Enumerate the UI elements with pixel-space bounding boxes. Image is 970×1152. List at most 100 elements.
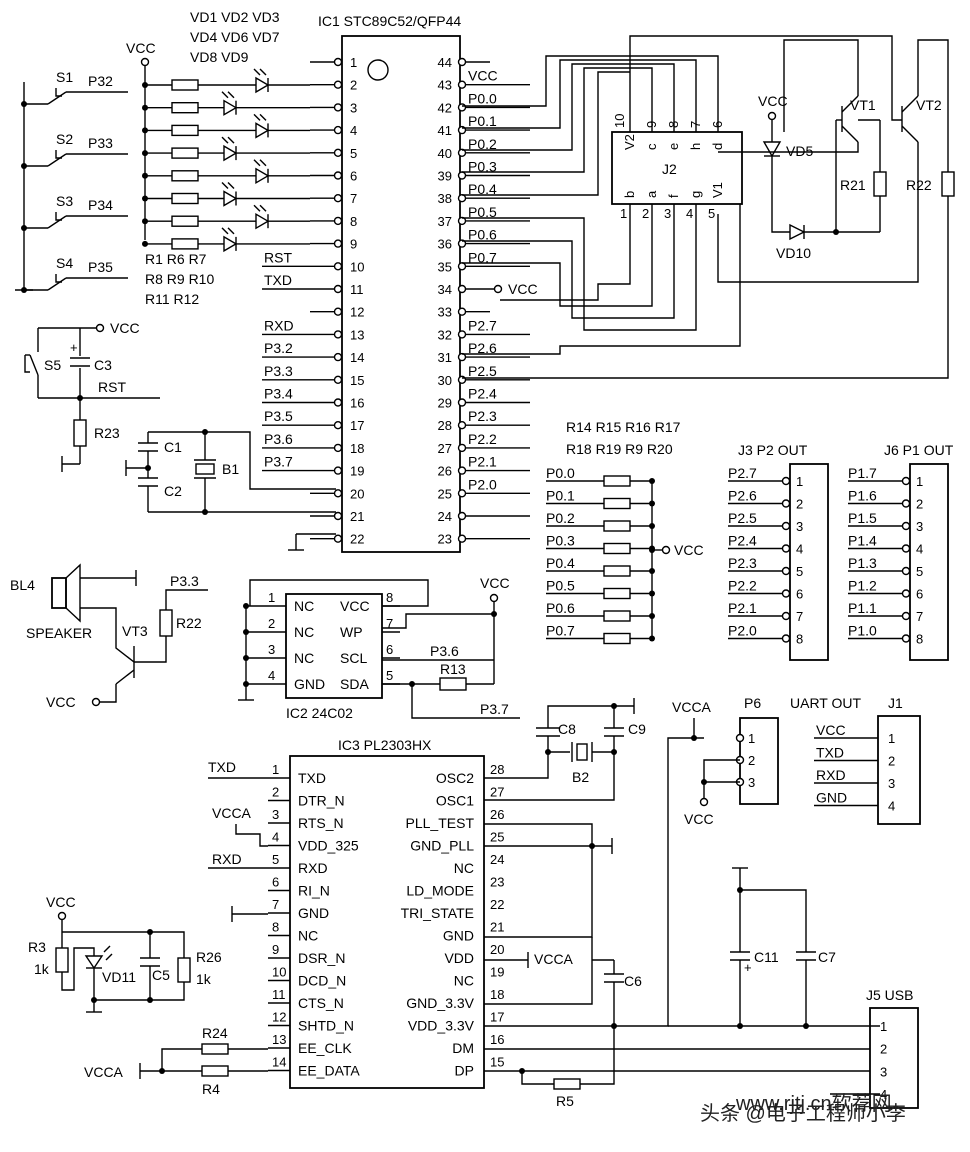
- led-res-label-2: R8 R9 R10: [145, 271, 214, 287]
- pl2303-pin-name: DP: [455, 1063, 474, 1079]
- header-pin: [901, 589, 911, 598]
- pl2303-pin-number: 2: [272, 785, 279, 800]
- pl2303-pin-number: 20: [490, 942, 504, 957]
- display-seg-label: h: [688, 143, 703, 150]
- pl2303-pin-number: 5: [272, 852, 279, 867]
- mcu-pin-number: 21: [350, 509, 364, 524]
- header-pin: [781, 634, 791, 643]
- header-net: P1.2: [848, 578, 877, 594]
- switch-net: P32: [88, 73, 113, 89]
- reset-net-label: RST: [98, 379, 126, 395]
- mcu-pin-number: 37: [438, 214, 452, 229]
- speaker-res-label: R22: [176, 615, 202, 631]
- eeprom-pin-name: SCL: [340, 650, 367, 666]
- header-pin: [781, 499, 791, 508]
- mcu-pin-number: 6: [350, 169, 357, 184]
- switch-net: P33: [88, 135, 113, 151]
- header-net: P2.5: [728, 510, 757, 526]
- mcu-pin-number: 20: [350, 486, 364, 501]
- r26-label: R26: [196, 949, 222, 965]
- pl2303-pin-name: RTS_N: [298, 815, 344, 831]
- pullup-resistor: [603, 587, 631, 600]
- eeprom-sda-net: P3.7: [480, 701, 509, 717]
- pullup-net: P0.0: [546, 465, 575, 481]
- pl2303-pin-name: DCD_N: [298, 973, 346, 989]
- header-net: P1.3: [848, 555, 877, 571]
- b1-label: B1: [222, 461, 239, 477]
- mcu-left-signal: RXD: [264, 317, 294, 333]
- display-seg-label: e: [666, 143, 681, 150]
- eeprom-pin-name: VCC: [340, 598, 370, 614]
- header-pin: [901, 499, 911, 508]
- header-pin-number: 4: [796, 542, 803, 557]
- led-resistor: [171, 147, 199, 159]
- mcu-pin-number: 30: [438, 373, 452, 388]
- eeprom-pin-number: 2: [268, 616, 275, 631]
- mcu-pin-21: [333, 511, 343, 521]
- vd11-label: VD11: [102, 969, 136, 985]
- r4-label: R4: [202, 1081, 220, 1097]
- c6-label: C6: [624, 973, 642, 989]
- uart-net: VCC: [816, 722, 846, 738]
- display-pin-number: 1: [620, 206, 627, 221]
- switch-name: S2: [56, 131, 73, 147]
- eeprom-pin-number: 5: [386, 668, 393, 683]
- header-pin: [781, 476, 791, 486]
- display-seg-label: b: [622, 191, 637, 198]
- display-seg-label: f: [666, 194, 681, 198]
- header-pin-number: 7: [796, 609, 803, 624]
- display-seg-label: a: [644, 190, 659, 198]
- header-pin: [781, 566, 791, 576]
- header-pin-number: 8: [916, 632, 923, 647]
- pullup-resistor: [603, 542, 631, 555]
- vcc-label-reset: VCC: [110, 320, 140, 336]
- header-pin: [901, 611, 911, 621]
- mcu-pin-15: [333, 375, 343, 384]
- led-icon: [223, 144, 238, 162]
- header-pin: [901, 634, 911, 643]
- pl2303-pin-number: 11: [272, 987, 286, 1002]
- pl2303-pin-number: 23: [490, 875, 504, 890]
- vcc-label-pled: VCC: [46, 894, 76, 910]
- mcu-pin-number: 29: [438, 396, 452, 411]
- pullup-resistor: [603, 475, 631, 487]
- pl2303-pin-name: NC: [298, 928, 318, 944]
- pl2303-pin-number: 14: [272, 1055, 286, 1070]
- pl2303-pin-name: GND_3.3V: [406, 995, 474, 1011]
- c7-label: C7: [818, 949, 836, 965]
- mcu-pin-number: 14: [350, 350, 364, 365]
- mcu-pin-number: 34: [438, 282, 452, 297]
- speaker-net-label: P3.3: [170, 573, 199, 589]
- switch-name: S4: [56, 255, 73, 271]
- mcu-pin-2: [333, 80, 343, 89]
- mcu-pin-number: 15: [350, 373, 364, 388]
- mcu-pin-number: 42: [438, 100, 452, 115]
- vcc-label-eeprom: VCC: [480, 575, 510, 591]
- eeprom-pin-number: 6: [386, 642, 393, 657]
- header-pin-number: 2: [796, 497, 803, 512]
- pl2303-pin-number: 9: [272, 942, 279, 957]
- mcu-right-signal: P2.1: [468, 454, 497, 470]
- header-pin-number: 2: [916, 497, 923, 512]
- switch-net: P34: [88, 197, 113, 213]
- uart-pin-number: 1: [888, 731, 895, 746]
- uart-net: TXD: [816, 745, 844, 761]
- usb-name: J5 USB: [866, 987, 913, 1003]
- reset-circuit: VCC S5 + C3 RST R23: [24, 320, 160, 472]
- pl2303-pin-number: 13: [272, 1032, 286, 1047]
- display-wiring: [462, 55, 741, 355]
- mcu-right-signal: P2.5: [468, 363, 497, 379]
- pl2303-pin-number: 28: [490, 762, 504, 777]
- mcu-pin-number: 1: [350, 55, 357, 70]
- reset-switch-label: S5: [44, 357, 61, 373]
- header-net: P1.5: [848, 510, 877, 526]
- mcu-pin-number: 35: [438, 259, 452, 274]
- pl2303-pin-name: NC: [454, 860, 474, 876]
- r21-label: R21: [840, 177, 866, 193]
- switch-name: S1: [56, 69, 73, 85]
- mcu-pin-number: 10: [350, 259, 364, 274]
- mcu-pin-number: 5: [350, 146, 357, 161]
- mcu-pin-number: 7: [350, 191, 357, 206]
- uart-net: RXD: [816, 767, 846, 783]
